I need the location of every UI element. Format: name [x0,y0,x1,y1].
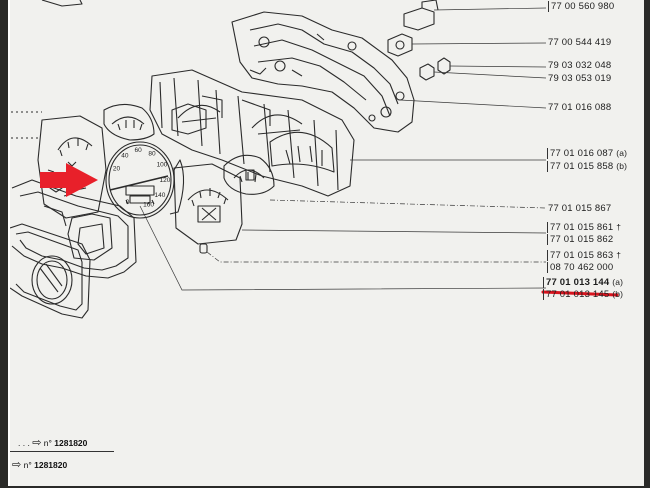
part-number: 77 01 015 862 [547,234,614,245]
connector-parts [387,0,451,81]
part-number-highlighted: 77 01 013 144 (a) [543,277,623,288]
front-bezel [11,179,137,279]
partial-component-top-left [41,0,83,7]
red-underline [541,290,619,297]
speedometer-tick-label: 80 [148,150,156,157]
leader-lines [139,7,547,291]
part-number: 79 03 032 048 [548,60,612,71]
part-number: 77 01 015 863 † [547,250,621,261]
instrument-housing [149,69,355,197]
speedometer-tick-label: 160 [143,201,154,208]
footer-serial-row: . . . ⇨ n° 1281820 [18,437,88,449]
glass-pane [10,223,91,319]
speedometer-tick-label: 120 [159,177,170,184]
divider [10,451,114,452]
speedometer-tick-label: 20 [113,165,121,172]
speedometer-tick-label: 40 [121,153,129,160]
footer-serial-row: ⇨ n° 1281820 [12,459,68,471]
temperature-gauge [223,154,275,195]
speedometer [105,141,185,219]
fuel-gauge [103,103,155,141]
arrow-right-icon: ⇨ [32,437,42,449]
warning-bulb [199,243,208,254]
red-highlight-arrow [40,163,98,197]
part-number: 77 01 015 867 [548,203,612,214]
right-dial-panel [173,163,243,245]
part-number: 77 01 013 145 (b) [543,289,623,300]
printed-circuit-board [231,11,415,133]
part-number: 77 00 544 419 [548,37,612,48]
part-number: 08 70 462 000 [547,262,614,273]
part-number: 77 01 015 861 † [547,222,621,233]
arrow-right-icon: ⇨ [12,459,22,471]
part-number: 77 01 015 858 (b) [547,161,627,172]
speedometer-tick-label: 140 [154,192,165,199]
speedometer-tick-label: 0 [126,199,130,206]
part-number: 77 01 016 087 (a) [547,148,627,159]
speedometer-tick-label: 60 [134,147,142,154]
part-number: 79 03 053 019 [548,73,612,84]
part-number: 77 00 560 980 [548,1,615,12]
part-number: 77 01 016 088 [548,102,612,113]
speedometer-tick-label: 100 [157,162,168,169]
